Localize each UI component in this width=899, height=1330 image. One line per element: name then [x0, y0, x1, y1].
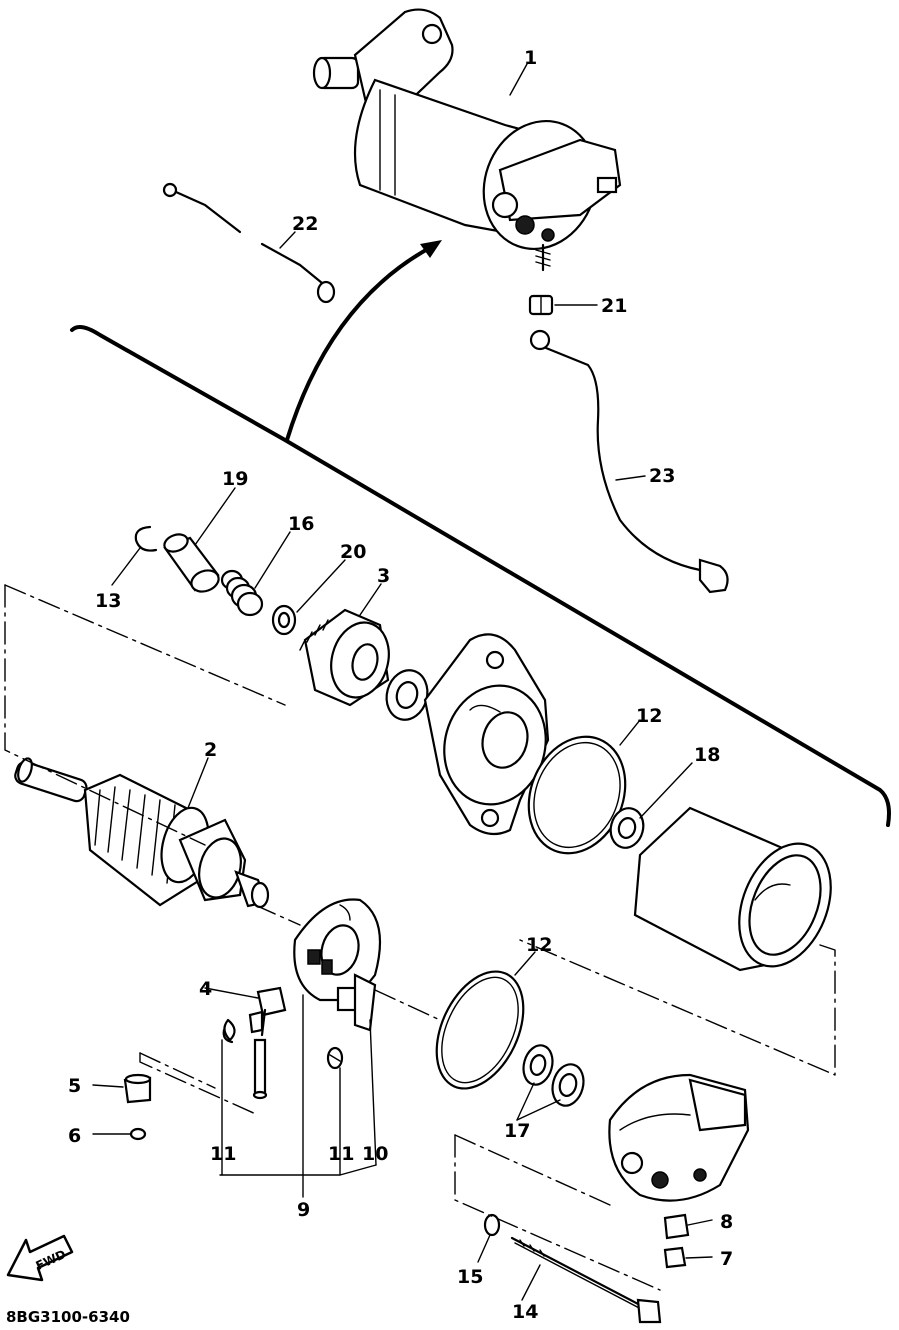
callout-17: 17 [504, 1120, 530, 1142]
nut-8 [663, 1213, 690, 1240]
callout-1: 1 [524, 47, 537, 69]
callout-12-lower: 12 [526, 934, 552, 956]
alignment-lines [4, 584, 836, 1291]
drawing-code: 8BG3100-6340 [6, 1308, 130, 1326]
nut-7 [663, 1246, 687, 1269]
front-cover [423, 633, 550, 836]
yoke-housing [633, 806, 832, 972]
spring-16 [220, 569, 264, 617]
callout-11-right: 11 [328, 1143, 354, 1165]
washer-6 [129, 1127, 147, 1141]
callout-7: 7 [720, 1248, 733, 1270]
callout-13: 13 [95, 590, 121, 612]
callout-14: 14 [512, 1301, 538, 1323]
brush-holder-plate [293, 898, 382, 1032]
bolt-21 [528, 294, 554, 316]
armature-2 [14, 757, 270, 909]
callout-5: 5 [68, 1075, 81, 1097]
callout-15: 15 [457, 1266, 483, 1288]
callout-23: 23 [649, 465, 675, 487]
leader-lines [92, 63, 713, 1301]
callout-22: 22 [292, 213, 318, 235]
callout-9: 9 [297, 1199, 310, 1221]
callout-18: 18 [694, 744, 720, 766]
callout-8: 8 [720, 1211, 733, 1233]
callout-labels: 1 2 3 4 5 6 7 8 9 10 11 11 12 12 13 14 1… [68, 47, 733, 1323]
washer-20 [271, 604, 297, 636]
callout-10: 10 [362, 1143, 388, 1165]
brush-lead-pin [252, 1038, 268, 1100]
callout-21: 21 [601, 295, 627, 317]
callout-2: 2 [204, 739, 217, 761]
brush-spring-11-right [326, 1046, 344, 1070]
ground-lead-23 [529, 329, 729, 594]
o-ring-12-lower [435, 970, 525, 1090]
o-ring-15 [483, 1213, 501, 1237]
callout-4: 4 [199, 978, 212, 1000]
washer-front [385, 669, 429, 721]
brush-4 [248, 986, 287, 1037]
callout-6: 6 [68, 1125, 81, 1147]
circlip-13 [134, 525, 158, 552]
through-bolt-14 [510, 1236, 662, 1324]
callout-20: 20 [340, 541, 366, 563]
assembly-arrow [285, 240, 442, 442]
callout-3: 3 [377, 565, 390, 587]
starter-motor-assembly [312, 8, 622, 272]
callout-16: 16 [288, 513, 314, 535]
lead-wire-22 [162, 182, 336, 304]
callout-11-left: 11 [210, 1143, 236, 1165]
collar-19 [163, 533, 220, 593]
nut-5 [123, 1073, 152, 1104]
callout-12-upper: 12 [636, 705, 662, 727]
pinion-gear-3 [299, 608, 390, 707]
group-bracket-line [70, 324, 891, 827]
forward-arrow-icon: FWD [6, 1234, 74, 1282]
callout-19: 19 [222, 468, 248, 490]
washer-18 [609, 807, 645, 849]
washers-17 [522, 1044, 585, 1107]
rear-cover [608, 1073, 750, 1202]
brush-spring-11-left [222, 1018, 236, 1044]
